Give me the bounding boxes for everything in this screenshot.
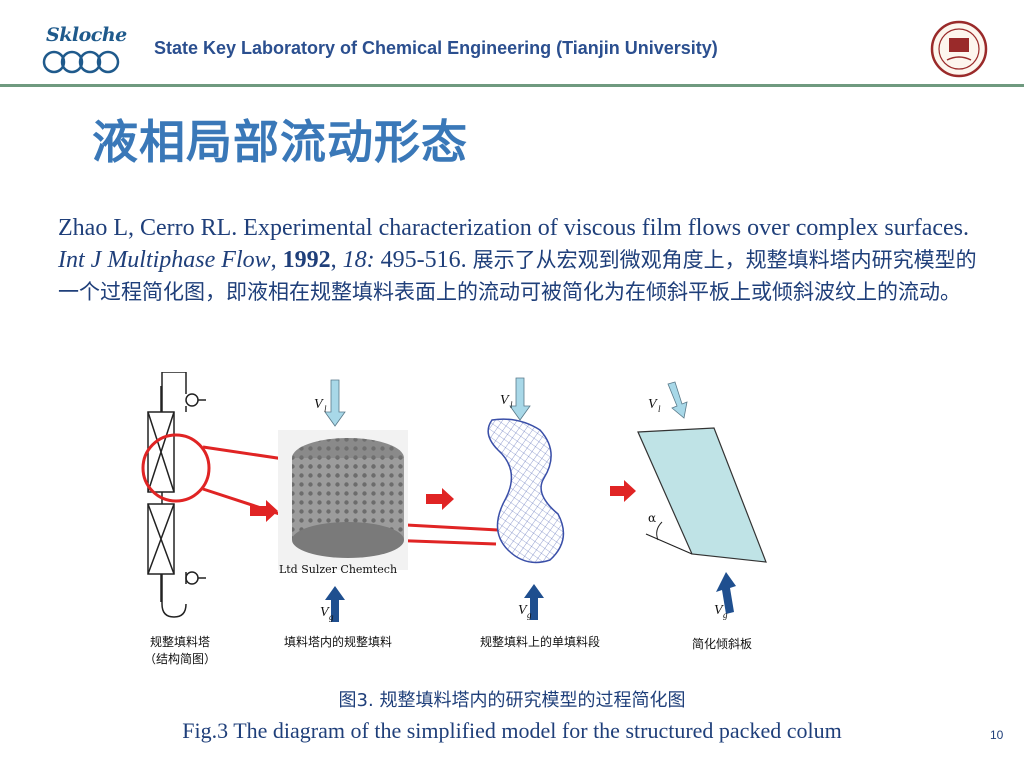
inclined-plate: α	[637, 427, 767, 563]
logo-text: Skloche	[46, 24, 127, 46]
liquid-flow-arrows	[324, 377, 688, 427]
packing-photo: Ltd Sulzer Chemtech	[278, 430, 408, 576]
label-column: 规整填料塔	[150, 634, 210, 649]
stage-arrows	[250, 480, 636, 522]
process-diagram: Ltd Sulzer Chemtech α V l V	[126, 371, 776, 672]
stage-arrow-1	[250, 500, 278, 522]
gas-symbol: V	[518, 603, 528, 618]
gas-flow-arrows	[325, 572, 736, 622]
ref-pages: 495-516.	[374, 247, 473, 273]
label-plate: 简化倾斜板	[692, 637, 752, 651]
liquid-subscript: l	[658, 404, 661, 414]
reference-paragraph: Zhao L, Cerro RL. Experimental character…	[58, 212, 993, 308]
gas-symbol: V	[714, 603, 724, 618]
packing-element-mesh	[487, 418, 565, 564]
slide-header: Skloche State Key Laboratory of Chemical…	[0, 0, 1024, 87]
university-seal-icon	[930, 20, 988, 78]
figure-caption-en: Fig.3 The diagram of the simplified mode…	[182, 718, 842, 743]
label-element: 规整填料上的单填料段	[480, 634, 600, 649]
diagram-canvas: Ltd Sulzer Chemtech α V l V	[141, 371, 767, 666]
photo-credit: Ltd Sulzer Chemtech	[279, 563, 397, 576]
ref-year: 1992	[282, 247, 331, 273]
ref-volume: 18:	[342, 247, 375, 273]
angle-label: α	[648, 511, 656, 525]
figure-caption-cn: 图3. 规整填料塔内的研究模型的过程简化图	[338, 690, 686, 711]
gas-symbol: V	[320, 605, 330, 620]
gas-subscript: g	[723, 610, 728, 620]
slide-title: 液相局部流动形态	[92, 115, 468, 169]
label-column-sub: （结构简图）	[144, 651, 216, 666]
liquid-subscript: l	[510, 400, 513, 410]
logo-rings-icon	[42, 50, 120, 74]
page-number: 10	[990, 728, 1004, 742]
ref-separator: ,	[330, 247, 343, 273]
ref-description: 展示了从宏观到微观角度上，规整填料塔内研究模型的一个过程简化图，即液相在规整填料…	[58, 248, 977, 304]
ref-separator: ,	[270, 247, 283, 273]
ref-authors: Zhao L, Cerro RL. Experimental character…	[58, 215, 970, 241]
liquid-symbol: V	[314, 397, 324, 412]
label-packing: 填料塔内的规整填料	[284, 634, 392, 649]
column-schematic	[147, 371, 206, 618]
ref-journal: Int J Multiphase Flow	[58, 247, 271, 273]
gas-subscript: g	[329, 612, 334, 622]
liquid-symbol: V	[648, 397, 658, 412]
stage-arrow-3	[610, 480, 636, 502]
lab-name: State Key Laboratory of Chemical Enginee…	[154, 38, 718, 58]
liquid-symbol: V	[500, 393, 510, 408]
liquid-subscript: l	[324, 404, 327, 414]
stage-arrow-2	[426, 488, 454, 510]
header-divider	[0, 84, 1024, 87]
skloche-logo: Skloche	[40, 24, 127, 76]
gas-subscript: g	[527, 610, 532, 620]
